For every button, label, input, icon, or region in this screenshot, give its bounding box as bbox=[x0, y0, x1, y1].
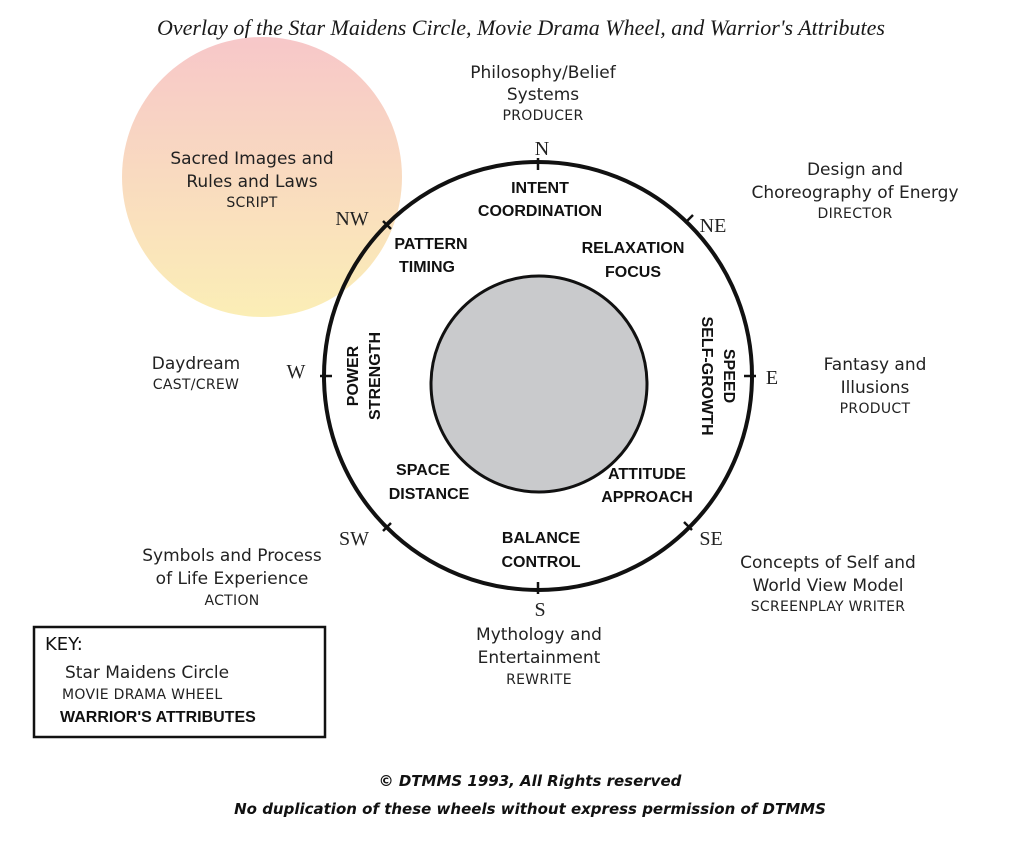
key-star-maidens: Star Maidens Circle bbox=[65, 663, 229, 683]
warrior-attribute: FOCUS bbox=[605, 264, 661, 281]
movie-drama-label: PRODUCT bbox=[840, 401, 911, 417]
warrior-attribute: INTENT bbox=[511, 180, 569, 197]
movie-drama-label: DIRECTOR bbox=[818, 206, 893, 222]
star-maidens-label: Systems bbox=[507, 85, 579, 105]
direction-n: N bbox=[535, 138, 549, 160]
star-maidens-label: Mythology and bbox=[476, 625, 602, 645]
direction-ne: NE bbox=[700, 215, 727, 237]
warrior-attribute: DISTANCE bbox=[389, 486, 470, 503]
attribute-ne: RELAXATION FOCUS bbox=[582, 240, 685, 281]
warrior-attribute: POWER bbox=[345, 345, 362, 406]
attribute-w: POWER STRENGTH bbox=[345, 332, 384, 420]
permission-text: No duplication of these wheels without e… bbox=[234, 800, 826, 818]
direction-nw: NW bbox=[335, 208, 368, 230]
warrior-attribute: TIMING bbox=[399, 259, 455, 276]
outer-label-ne: Design and Choreography of Energy DIRECT… bbox=[751, 160, 958, 222]
warrior-attribute: BALANCE bbox=[502, 530, 581, 547]
warrior-attribute: CONTROL bbox=[501, 554, 580, 571]
attribute-n: INTENT COORDINATION bbox=[478, 180, 602, 220]
star-maidens-label: Symbols and Process bbox=[142, 546, 322, 566]
key-title: KEY: bbox=[45, 634, 83, 655]
key-box bbox=[32, 625, 327, 739]
warrior-attribute: SELF-GROWTH bbox=[698, 316, 715, 435]
star-maidens-label: Daydream bbox=[152, 354, 240, 374]
direction-e: E bbox=[766, 367, 778, 389]
movie-drama-label: ACTION bbox=[204, 593, 259, 609]
key-warrior-attributes: WARRIOR'S ATTRIBUTES bbox=[60, 709, 256, 726]
outer-label-e: Fantasy and Illusions PRODUCT bbox=[824, 355, 927, 417]
outer-label-w: Daydream CAST/CREW bbox=[152, 354, 240, 393]
warrior-attribute: RELAXATION bbox=[582, 240, 685, 257]
warrior-attribute: APPROACH bbox=[601, 489, 693, 506]
direction-s: S bbox=[534, 599, 545, 621]
attribute-sw: SPACE DISTANCE bbox=[389, 462, 470, 503]
key-legend: KEY: Star Maidens Circle MOVIE DRAMA WHE… bbox=[32, 625, 327, 739]
star-maidens-label: Sacred Images and bbox=[170, 149, 333, 169]
outer-label-nw: Sacred Images and Rules and Laws SCRIPT bbox=[170, 149, 333, 211]
warrior-attribute: ATTITUDE bbox=[608, 466, 686, 483]
copyright-text: © DTMMS 1993, All Rights reserved bbox=[379, 772, 682, 790]
star-maidens-label: Rules and Laws bbox=[186, 172, 317, 192]
attribute-se: ATTITUDE APPROACH bbox=[601, 466, 693, 506]
key-movie-drama: MOVIE DRAMA WHEEL bbox=[62, 687, 222, 703]
attribute-e: SPEED SELF-GROWTH bbox=[698, 316, 737, 435]
outer-label-s: Mythology and Entertainment REWRITE bbox=[476, 625, 602, 688]
star-maidens-label: Philosophy/Belief bbox=[470, 63, 617, 83]
direction-sw: SW bbox=[339, 528, 369, 550]
outer-label-se: Concepts of Self and World View Model SC… bbox=[740, 553, 916, 615]
inner-disc bbox=[429, 274, 649, 494]
star-maidens-label: Concepts of Self and bbox=[740, 553, 916, 573]
warrior-attribute: SPEED bbox=[720, 349, 737, 403]
star-maidens-label: Design and bbox=[807, 160, 903, 180]
warrior-attribute: SPACE bbox=[396, 462, 450, 479]
warrior-attribute: PATTERN bbox=[394, 236, 467, 253]
warrior-attribute: COORDINATION bbox=[478, 203, 602, 220]
attribute-nw: PATTERN TIMING bbox=[394, 236, 467, 276]
diagram-title: Overlay of the Star Maidens Circle, Movi… bbox=[157, 15, 885, 40]
direction-se: SE bbox=[699, 528, 722, 550]
outer-label-n: Philosophy/Belief Systems PRODUCER bbox=[470, 63, 617, 124]
movie-drama-label: REWRITE bbox=[506, 672, 572, 688]
direction-ticks bbox=[320, 158, 756, 594]
warrior-attribute: STRENGTH bbox=[367, 332, 384, 420]
star-maidens-label: World View Model bbox=[753, 576, 904, 596]
nw-highlight-circle bbox=[122, 37, 402, 317]
movie-drama-label: CAST/CREW bbox=[153, 377, 239, 393]
star-maidens-label: of Life Experience bbox=[156, 569, 309, 589]
movie-drama-label: SCREENPLAY WRITER bbox=[751, 599, 906, 615]
movie-drama-label: PRODUCER bbox=[503, 108, 584, 124]
star-maidens-label: Illusions bbox=[841, 378, 910, 398]
star-maidens-label: Fantasy and bbox=[824, 355, 927, 375]
direction-w: W bbox=[287, 361, 306, 383]
star-maidens-label: Choreography of Energy bbox=[751, 183, 958, 203]
outer-label-sw: Symbols and Process of Life Experience A… bbox=[142, 546, 322, 609]
attribute-s: BALANCE CONTROL bbox=[501, 530, 580, 571]
movie-drama-label: SCRIPT bbox=[226, 195, 277, 211]
star-maidens-label: Entertainment bbox=[478, 648, 601, 668]
